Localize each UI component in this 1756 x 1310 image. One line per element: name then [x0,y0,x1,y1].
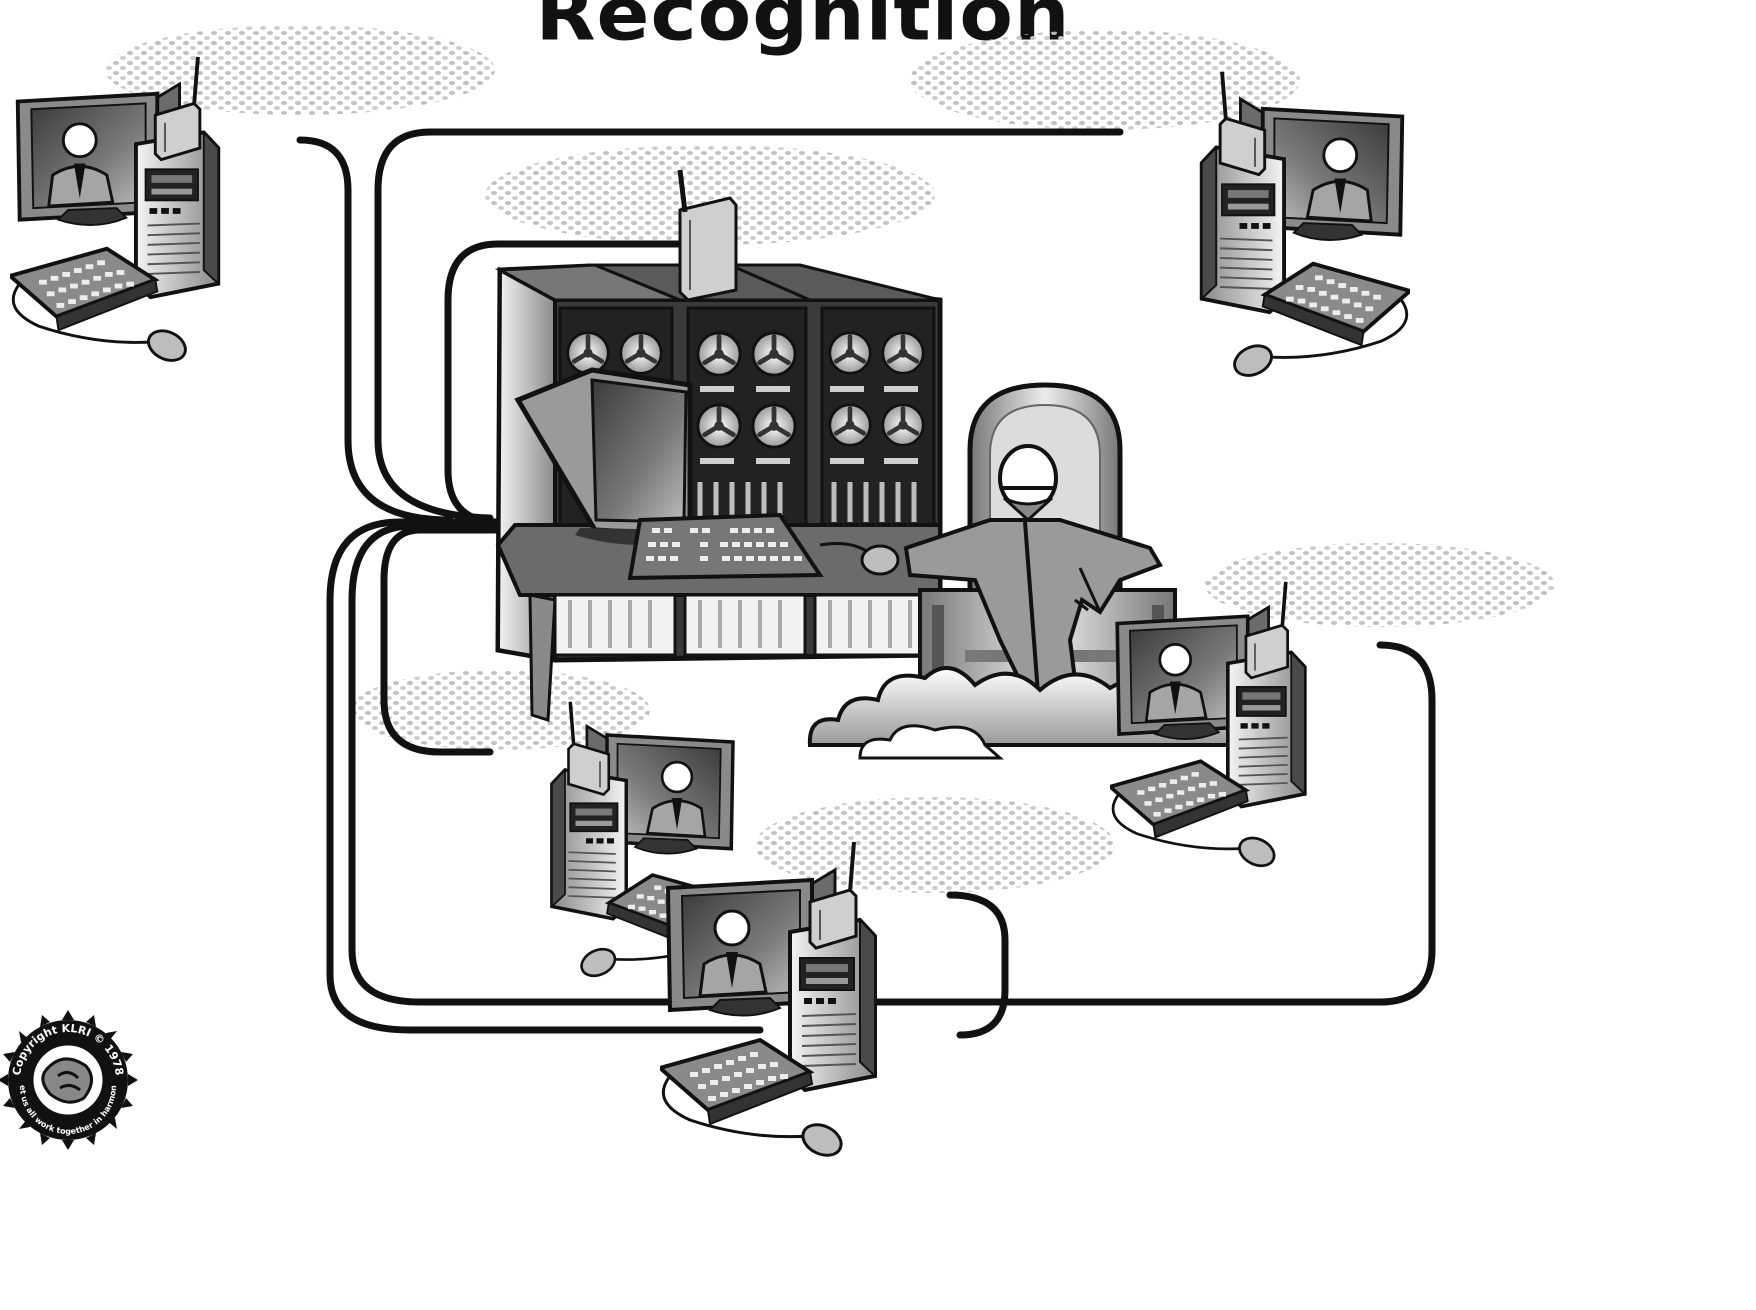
network-cables [296,128,1436,1039]
workstation-top-right [1199,70,1410,380]
workstation-bottom [660,840,877,1160]
workstation-right [1110,580,1307,870]
mainframe-icon [494,169,943,723]
stipple-haze-group [105,25,1555,893]
seal-icon: Copyright KLRI © 1978 Let us all work to… [0,1010,138,1150]
